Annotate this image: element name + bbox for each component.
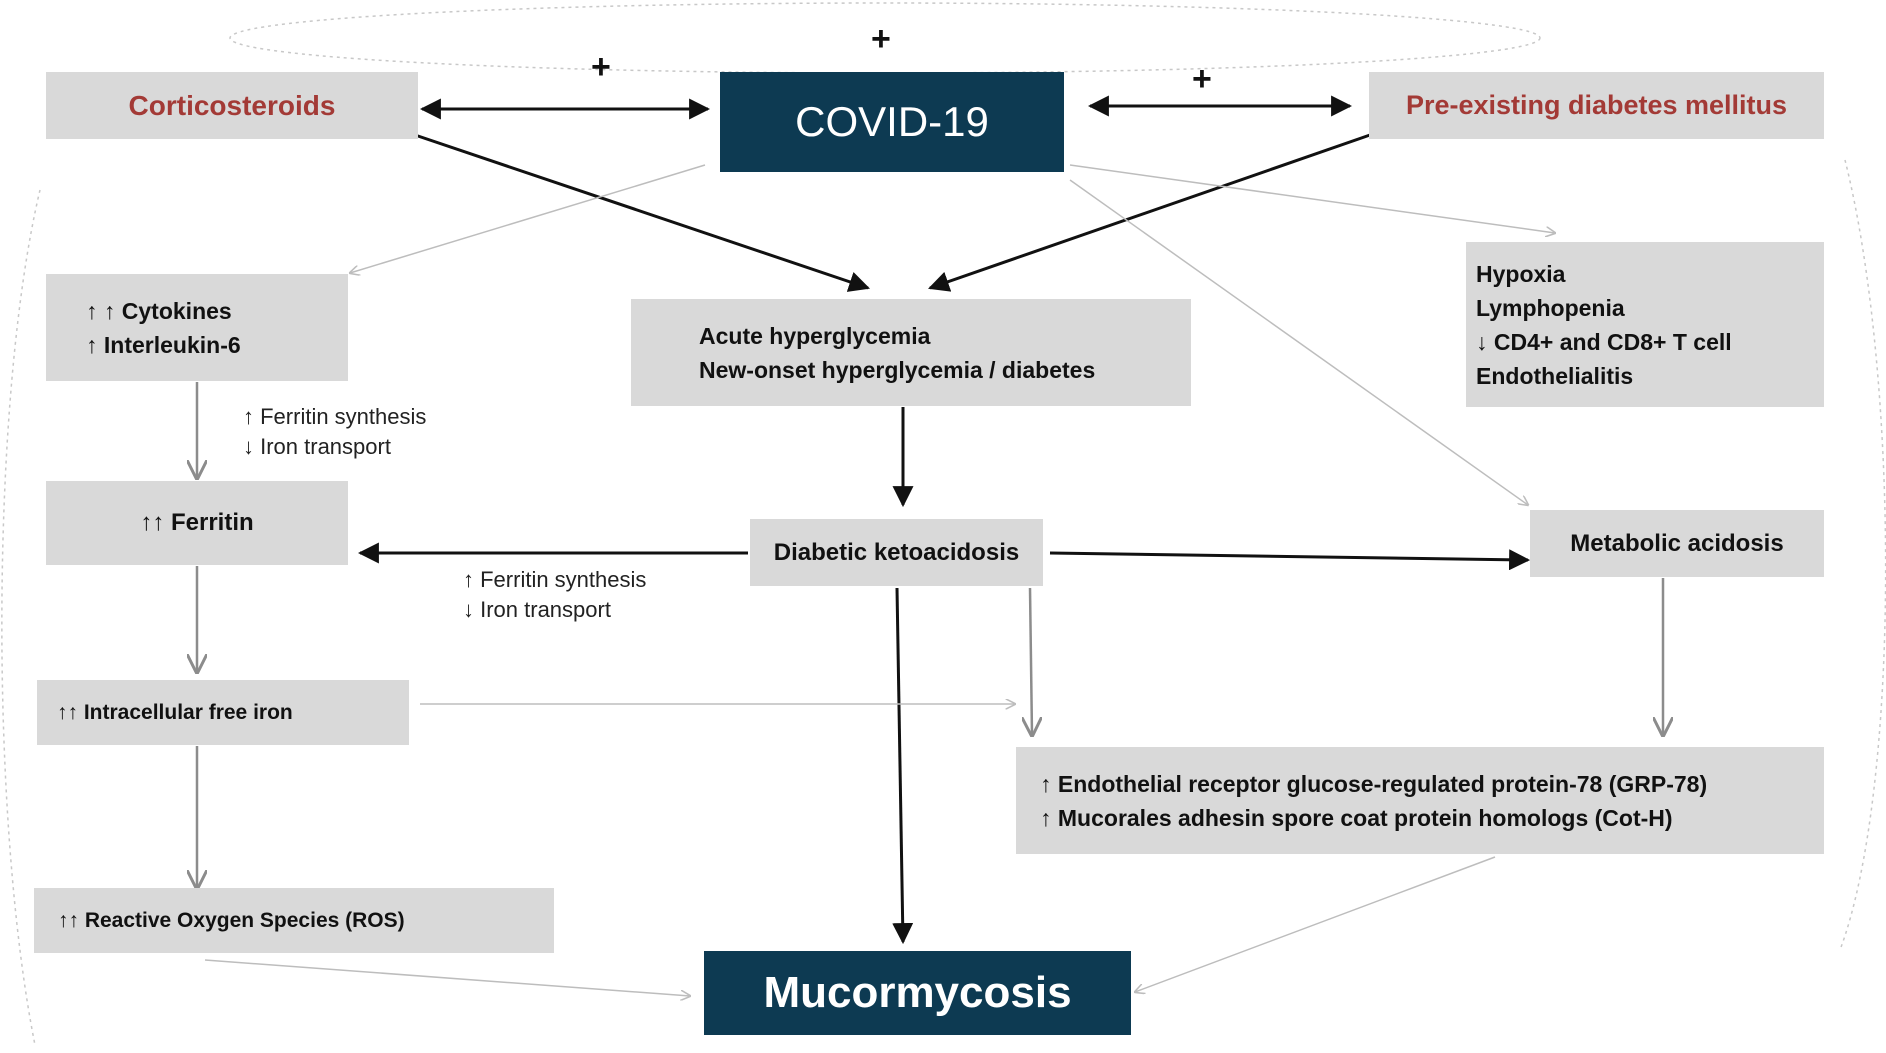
arrow-corticosteroids-hyperglycemia: [414, 133, 870, 292]
ferritin-note-2: ↑ Ferritin synthesis ↓ Iron transport: [463, 565, 646, 625]
new-onset-hyperglycemia-line: New-onset hyperglycemia / diabetes: [699, 356, 1096, 383]
arrow-covid-cytokines: [350, 164, 706, 273]
arrow-dka-mucormycosis: [892, 587, 914, 945]
node-intracellular-free-iron: ↑↑ Intracellular free iron: [37, 680, 409, 745]
ferritin-note-1: ↑ Ferritin synthesis ↓ Iron transport: [243, 402, 426, 462]
arrow-ros-mucormycosis: [204, 959, 690, 996]
diabetic-ketoacidosis-label: Diabetic ketoacidosis: [773, 538, 1020, 566]
node-covid-19: COVID-19: [720, 72, 1064, 172]
coth-line: ↑ Mucorales adhesin spore coat protein h…: [1040, 804, 1673, 831]
outline-right-curve: [1839, 159, 1886, 951]
metabolic-acidosis-label: Metabolic acidosis: [1570, 529, 1784, 557]
interleukin-6-line: ↑ Interleukin-6: [86, 331, 241, 358]
grp78-line: ↑ Endothelial receptor glucose-regulated…: [1040, 770, 1708, 797]
node-reactive-oxygen-species: ↑↑ Reactive Oxygen Species (ROS): [34, 888, 554, 953]
plus-sign-left: +: [591, 48, 611, 86]
node-diabetic-ketoacidosis: Diabetic ketoacidosis: [750, 519, 1043, 586]
node-hypoxia: Hypoxia Lymphopenia ↓ CD4+ and CD8+ T ce…: [1466, 242, 1824, 407]
t-cell-line: ↓ CD4+ and CD8+ T cell: [1476, 328, 1732, 355]
corticosteroids-label: Corticosteroids: [128, 89, 336, 121]
node-mucormycosis: Mucormycosis: [704, 951, 1131, 1035]
arrow-diabetes-hyperglycemia: [928, 133, 1371, 292]
hypoxia-line: Hypoxia: [1476, 260, 1566, 287]
ferritin-synthesis-note-1: ↑ Ferritin synthesis: [243, 404, 427, 429]
endothelialitis-line: Endothelialitis: [1476, 362, 1634, 389]
outline-left-curve: [1, 189, 41, 1046]
plus-sign-top: +: [871, 20, 891, 58]
node-pre-existing-diabetes: Pre-existing diabetes mellitus: [1369, 72, 1824, 139]
mucormycosis-label: Mucormycosis: [763, 968, 1072, 1017]
arrow-covid-metabolic-acidosis: [1069, 179, 1528, 505]
node-hyperglycemia: Acute hyperglycemia New-onset hyperglyce…: [631, 299, 1191, 406]
ferritin-synthesis-note-2: ↑ Ferritin synthesis: [463, 567, 647, 592]
arrow-grp78-mucormycosis: [1135, 856, 1496, 992]
cytokines-line: ↑ ↑ Cytokines: [86, 297, 232, 324]
lymphopenia-line: Lymphopenia: [1476, 294, 1625, 321]
iron-transport-note-1: ↓ Iron transport: [243, 434, 391, 459]
iron-transport-note-2: ↓ Iron transport: [463, 597, 611, 622]
covid-19-label: COVID-19: [795, 98, 989, 145]
node-cytokines: ↑ ↑ Cytokines ↑ Interleukin-6: [46, 274, 348, 381]
node-corticosteroids: Corticosteroids: [46, 72, 418, 139]
node-ferritin: ↑↑ Ferritin: [46, 481, 348, 565]
intracellular-free-iron-label: ↑↑ Intracellular free iron: [57, 700, 293, 724]
node-metabolic-acidosis: Metabolic acidosis: [1530, 510, 1824, 577]
acute-hyperglycemia-line: Acute hyperglycemia: [699, 322, 931, 349]
ferritin-label: ↑↑ Ferritin: [140, 509, 254, 536]
pre-existing-diabetes-label: Pre-existing diabetes mellitus: [1405, 90, 1788, 120]
node-grp78-coth: ↑ Endothelial receptor glucose-regulated…: [1016, 747, 1824, 854]
arrow-dka-grp78: [1030, 587, 1032, 735]
arrow-dka-metabolic-acidosis: [1049, 549, 1531, 571]
arrow-covid-hypoxia: [1069, 164, 1555, 233]
reactive-oxygen-species-label: ↑↑ Reactive Oxygen Species (ROS): [58, 908, 405, 932]
plus-sign-right: +: [1192, 60, 1212, 98]
